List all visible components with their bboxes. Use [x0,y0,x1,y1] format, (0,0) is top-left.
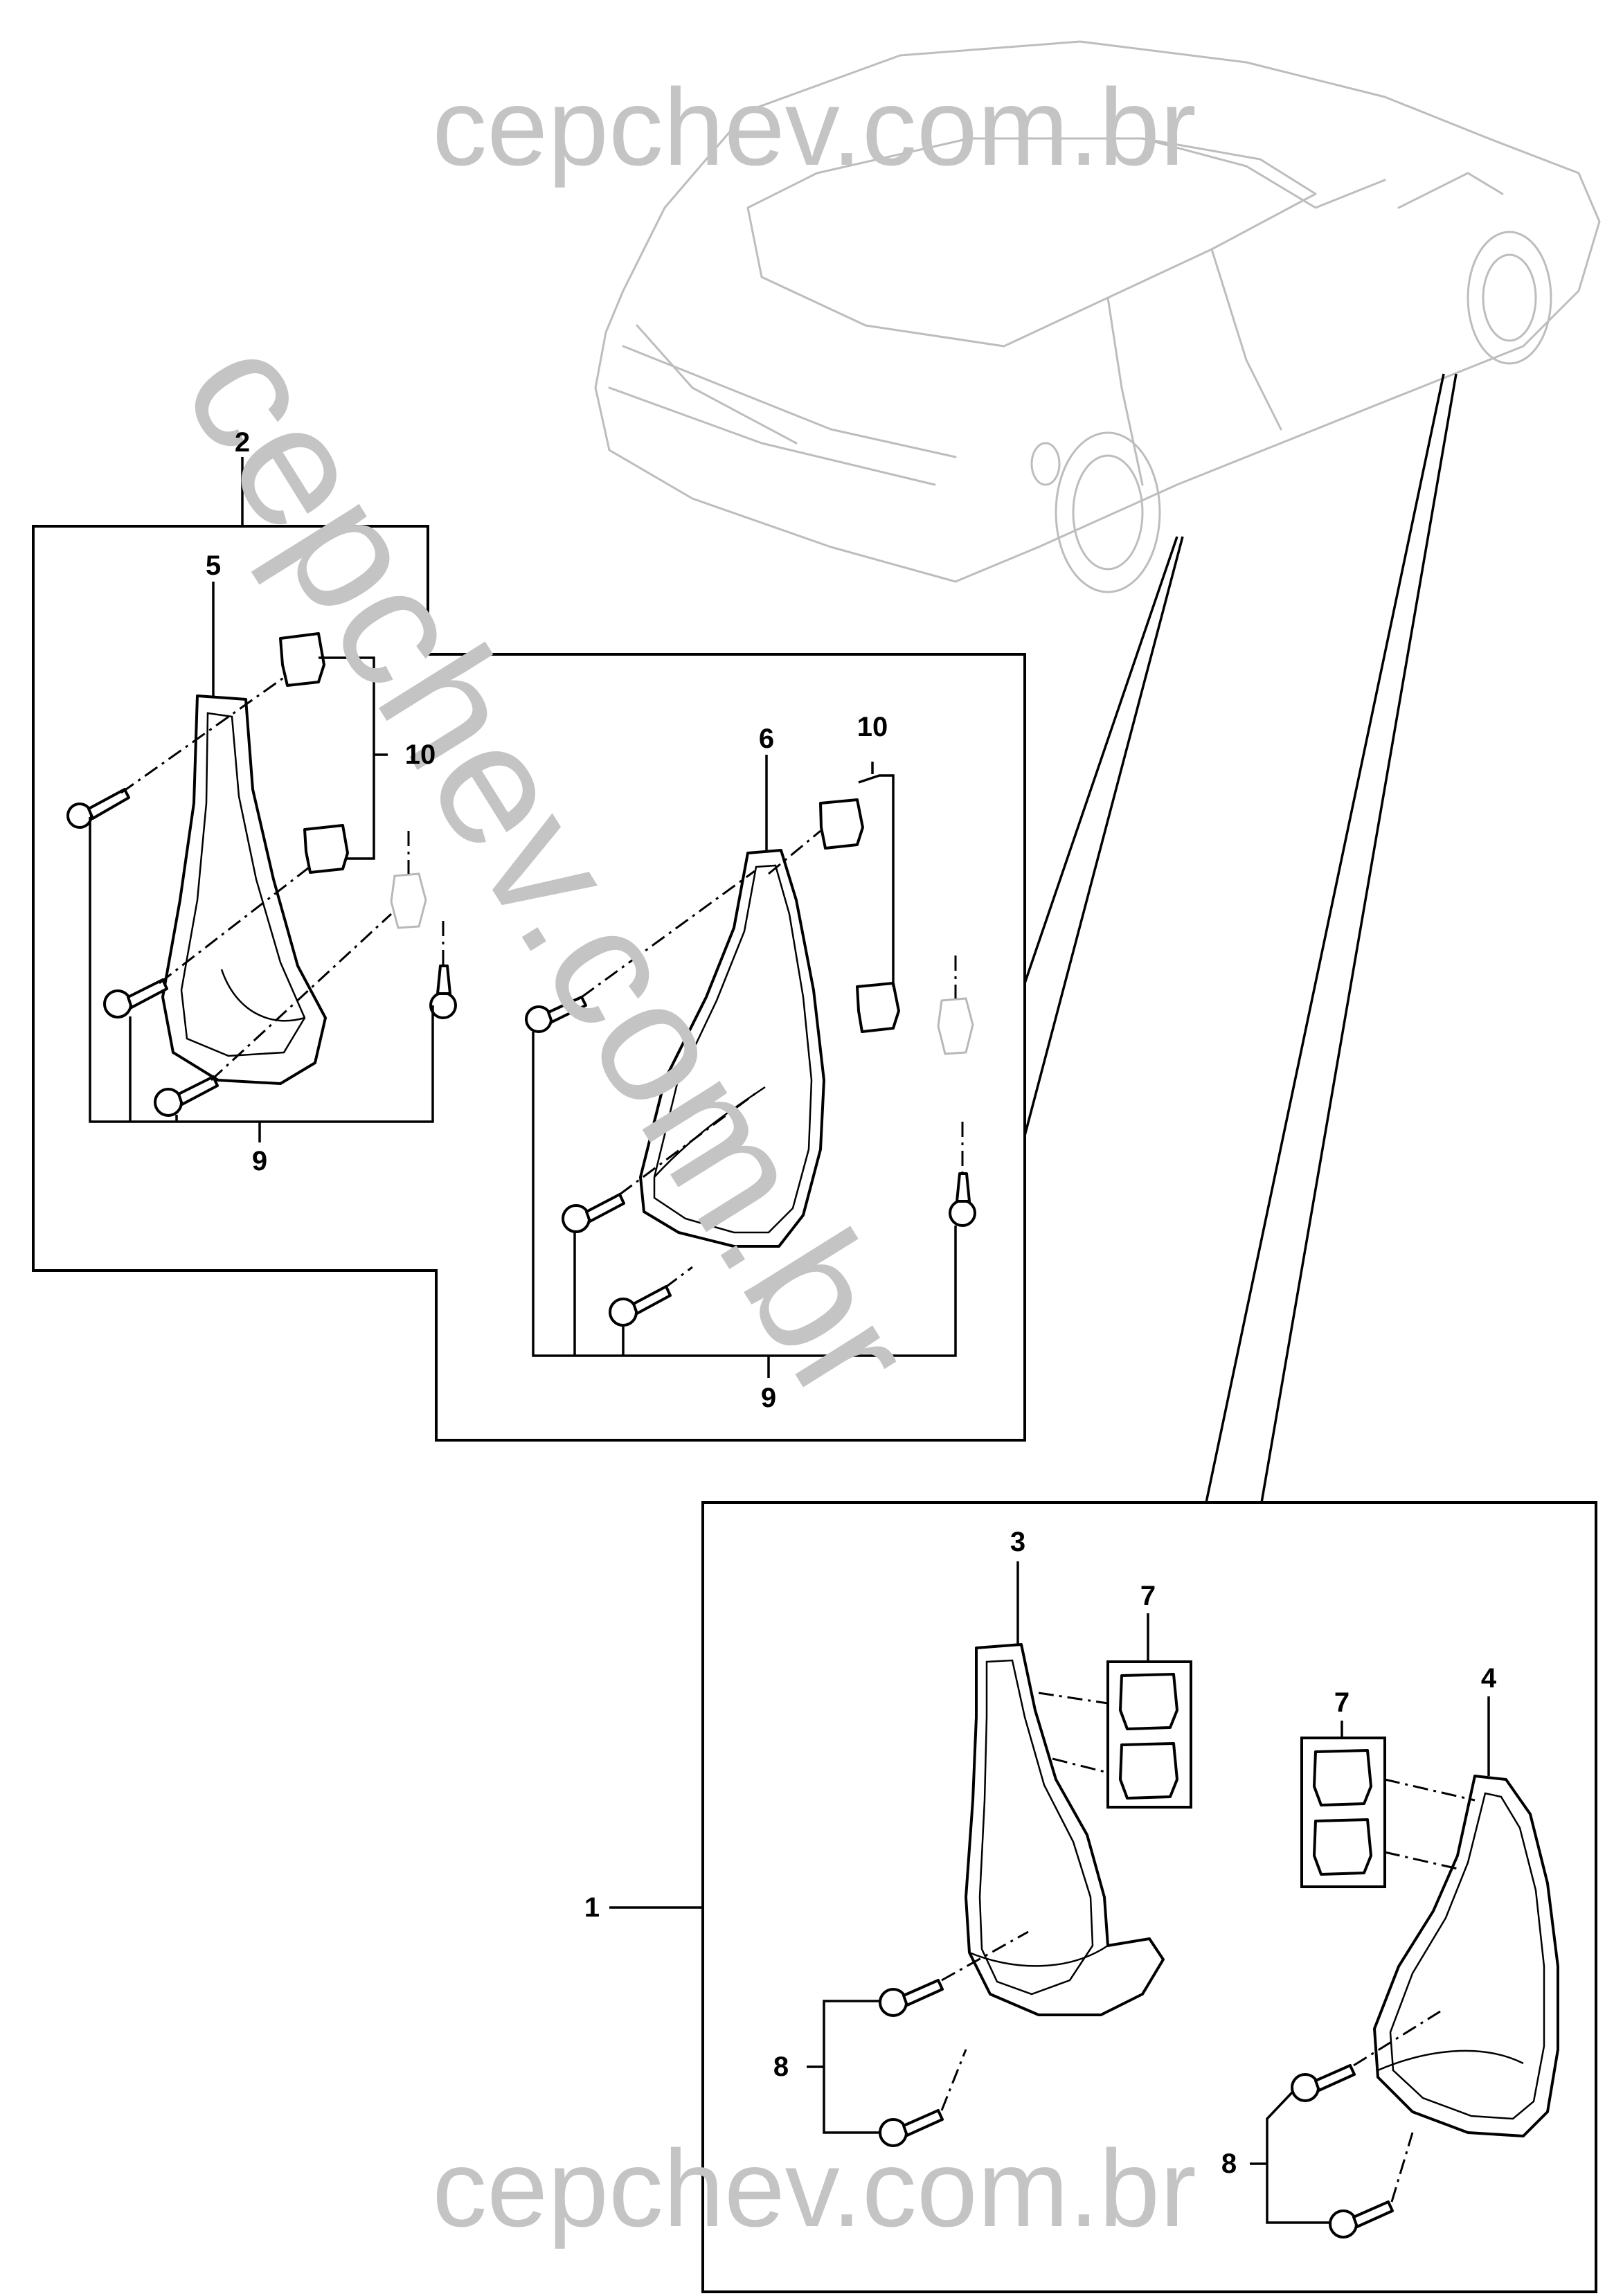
fastener-bolts-front-right [525,996,976,1327]
callout-10-right: 10 [857,712,888,742]
callout-4: 4 [1481,1663,1497,1694]
callout-3: 3 [1010,1527,1025,1557]
callout-2: 2 [235,427,250,458]
callout-8-left: 8 [773,2052,789,2082]
callout-9-right: 9 [761,1383,776,1413]
mud-flap-rear-right [1373,1775,1559,2137]
fastener-bolts-front-left [66,788,457,1117]
callout-7-right: 7 [1334,1687,1349,1718]
mud-flap-front-right [639,849,825,1248]
retainer-clips-front-right [819,798,974,1055]
car-outline [594,40,1601,593]
callout-9-left: 9 [252,1146,267,1176]
leader-lines [89,457,1490,2224]
dash-lines-front-right [581,829,964,1289]
callout-6: 6 [759,724,774,754]
watermark-top: cepchev.com.br [432,66,1196,188]
clip-group-rear-left [1106,1660,1192,1809]
dash-lines-front-left [120,674,445,1082]
frame-rear-flap-set [701,1501,1597,2293]
dash-lines-rear-left [940,1692,1109,2111]
callout-10-left: 10 [405,739,436,770]
mud-flap-front-left [161,694,327,1085]
callout-5: 5 [206,550,221,581]
frame-front-flap-set [32,525,1026,1442]
callout-8-right: 8 [1221,2149,1237,2179]
fastener-bolts-rear-right [1291,2064,1394,2239]
retainer-clips-front-left [279,632,427,929]
dash-lines-rear-right [1353,1778,1476,2203]
fastener-bolts-rear-left [879,1979,944,2147]
mud-flap-rear-left [965,1643,1165,2016]
watermark-bottom: cepchev.com.br [432,2128,1196,2250]
guide-lines [1023,373,1458,1503]
callout-1: 1 [584,1892,600,1923]
callout-7-left: 7 [1140,1581,1156,1611]
clip-group-rear-right [1300,1737,1386,1888]
